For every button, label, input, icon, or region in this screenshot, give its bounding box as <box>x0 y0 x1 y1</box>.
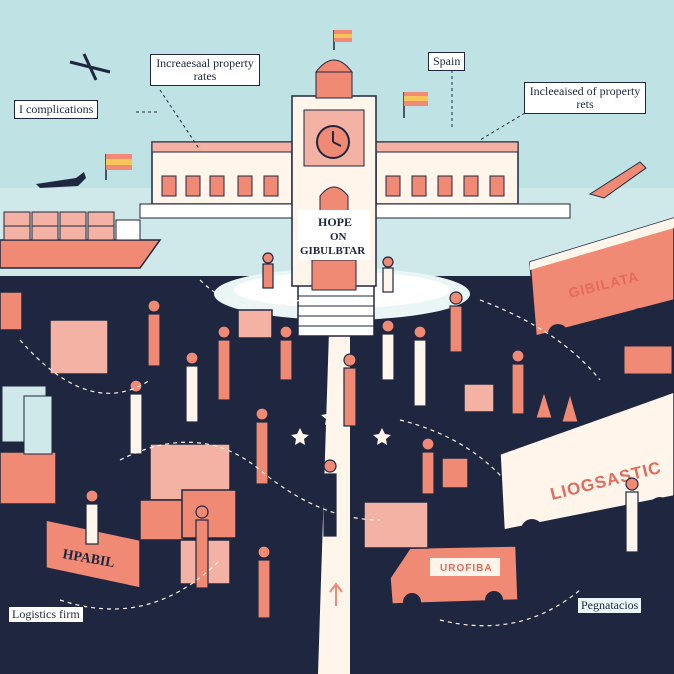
spain-flags <box>105 92 428 180</box>
up-arrow-icon <box>329 582 343 606</box>
svg-text:GIBULBTAR: GIBULBTAR <box>300 245 366 257</box>
star-icons <box>291 408 391 445</box>
cargo-boxes <box>0 291 495 585</box>
callout-complications: I complications <box>14 100 99 119</box>
callout-logistics-firm: Logistics firm <box>8 606 84 623</box>
small-van <box>623 345 673 375</box>
svg-text:ON: ON <box>330 231 347 243</box>
delivery-van: UROFIBA <box>389 545 519 611</box>
truck-top-right: GIBILATA <box>529 217 674 344</box>
left-banner: HPABIL <box>45 519 141 589</box>
van-text: UROFIBA <box>440 563 493 574</box>
callout-increased-top: Increaesaal property rates <box>150 54 260 86</box>
people <box>85 252 639 619</box>
callout-spain: Spain <box>428 52 466 71</box>
callout-pregnatacios: Pegnatacios <box>578 598 642 613</box>
svg-text:HOPE: HOPE <box>318 215 352 229</box>
traffic-cones <box>535 390 579 423</box>
drone-icon <box>69 53 111 81</box>
steel-cylinders <box>1 385 53 455</box>
dashed-routes <box>19 279 601 627</box>
cargo-ship <box>0 211 162 269</box>
plane-left <box>36 172 86 188</box>
plane-right <box>588 161 647 199</box>
callout-increased-right: Incleeaised of property rets <box>524 82 646 114</box>
callout-lines <box>99 70 581 621</box>
building-sign: HOPE ON GIBULBTAR <box>298 210 370 260</box>
government-building <box>139 30 571 291</box>
